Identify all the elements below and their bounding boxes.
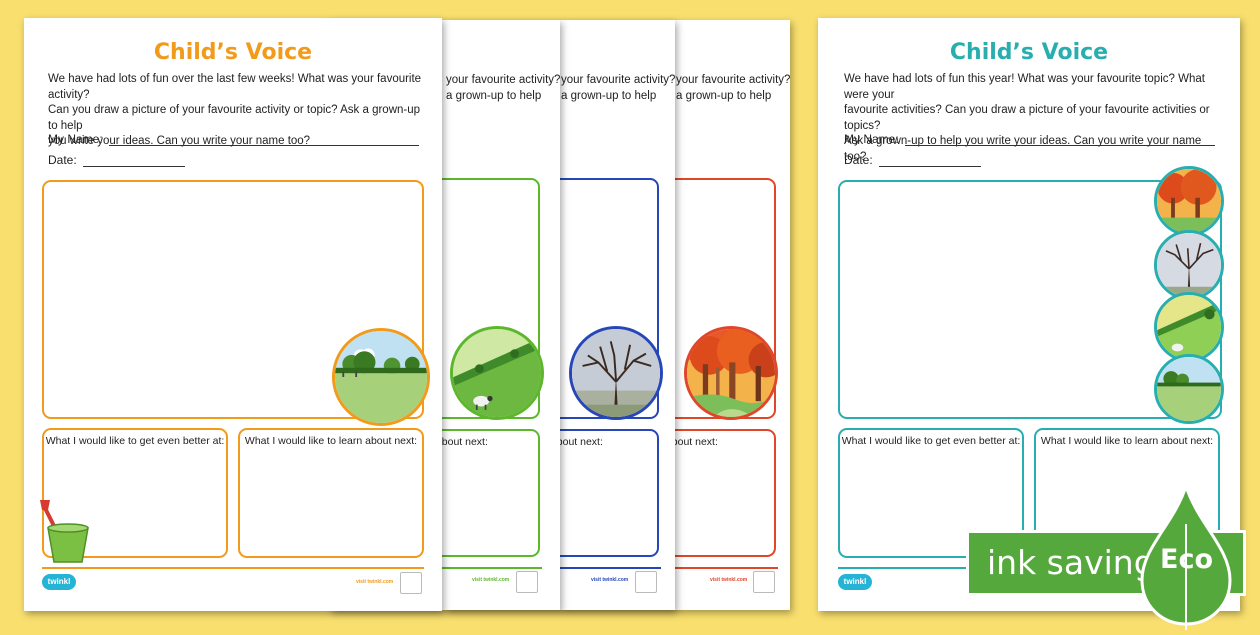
intro-text: your favourite activity?: [446, 74, 560, 86]
footer-divider: [42, 567, 424, 569]
eco-label: Eco: [1160, 544, 1213, 575]
spring-field-image: [1154, 292, 1224, 362]
ink-saving-text: ink saving: [987, 543, 1155, 582]
bucket-spade-icon: [36, 498, 96, 564]
better-at-box[interactable]: What I would like to get even better at:: [42, 428, 228, 558]
name-field[interactable]: My Name:: [844, 132, 1215, 146]
learn-next-label: What I would like to learn about next:: [1040, 435, 1214, 447]
worksheet-teal: Child’s Voice We have had lots of fun th…: [818, 18, 1240, 611]
website-link[interactable]: visit twinkl.com: [356, 579, 394, 585]
badge-icon: [753, 571, 775, 593]
page-title: Child’s Voice: [949, 40, 1109, 65]
winter-tree-image: [569, 326, 663, 420]
better-at-label: What I would like to get even better at:: [841, 435, 1021, 447]
intro-line: Can you draw a picture of your favourite…: [48, 104, 421, 132]
website-link[interactable]: visit twinkl.com: [591, 577, 629, 583]
learn-next-label: What I would like to learn about next:: [244, 435, 418, 447]
learn-next-box[interactable]: What I would like to learn about next:: [238, 428, 424, 558]
intro-text: your favourite activity?: [676, 74, 790, 86]
badge-icon: [635, 571, 657, 593]
autumn-forest-image: [684, 326, 778, 420]
date-field[interactable]: Date:: [844, 153, 981, 167]
date-line[interactable]: [82, 154, 185, 167]
date-label: Date:: [844, 153, 873, 167]
drawing-box[interactable]: [42, 180, 424, 419]
intro-text: We have had lots of fun over the last fe…: [48, 72, 428, 150]
intro-text: a grown-up to help: [446, 90, 542, 102]
name-field[interactable]: My Name:: [48, 132, 419, 146]
spring-field-image: [450, 326, 544, 420]
date-line[interactable]: [878, 154, 981, 167]
date-label: Date:: [48, 153, 77, 167]
name-label: My Name:: [48, 132, 103, 146]
autumn-scene-image: [1154, 166, 1224, 236]
name-label: My Name:: [844, 132, 899, 146]
summer-meadow-image: [1154, 354, 1224, 424]
badge-icon: [400, 572, 422, 594]
intro-text: your favourite activity?: [561, 74, 675, 86]
twinkl-logo: twinkl: [838, 574, 872, 590]
intro-line: Ask a grown-up to help you write your id…: [844, 135, 1202, 163]
intro-line: you write your ideas. Can you write your…: [48, 135, 311, 147]
better-at-box[interactable]: What I would like to get even better at:: [838, 428, 1024, 558]
eco-drop-icon: [1138, 481, 1234, 630]
better-at-label: What I would like to get even better at:: [45, 435, 225, 447]
intro-text: a grown-up to help: [676, 90, 772, 102]
website-link[interactable]: visit twinkl.com: [710, 577, 748, 583]
name-line[interactable]: [108, 133, 419, 146]
worksheet-orange: Child’s Voice We have had lots of fun ov…: [24, 18, 442, 611]
intro-line: We have had lots of fun this year! What …: [844, 73, 1205, 101]
date-field[interactable]: Date:: [48, 153, 185, 167]
intro-text: a grown-up to help: [561, 90, 657, 102]
name-line[interactable]: [904, 133, 1215, 146]
intro-line: favourite activities? Can you draw a pic…: [844, 104, 1210, 132]
drawing-box[interactable]: [838, 180, 1222, 419]
website-link[interactable]: visit twinkl.com: [472, 577, 510, 583]
badge-icon: [516, 571, 538, 593]
winter-tree-image: [1154, 230, 1224, 300]
twinkl-logo: twinkl: [42, 574, 76, 590]
intro-line: We have had lots of fun over the last fe…: [48, 73, 422, 101]
summer-meadow-image: [332, 328, 430, 426]
intro-text: We have had lots of fun this year! What …: [844, 72, 1224, 165]
page-title: Child’s Voice: [153, 40, 313, 65]
